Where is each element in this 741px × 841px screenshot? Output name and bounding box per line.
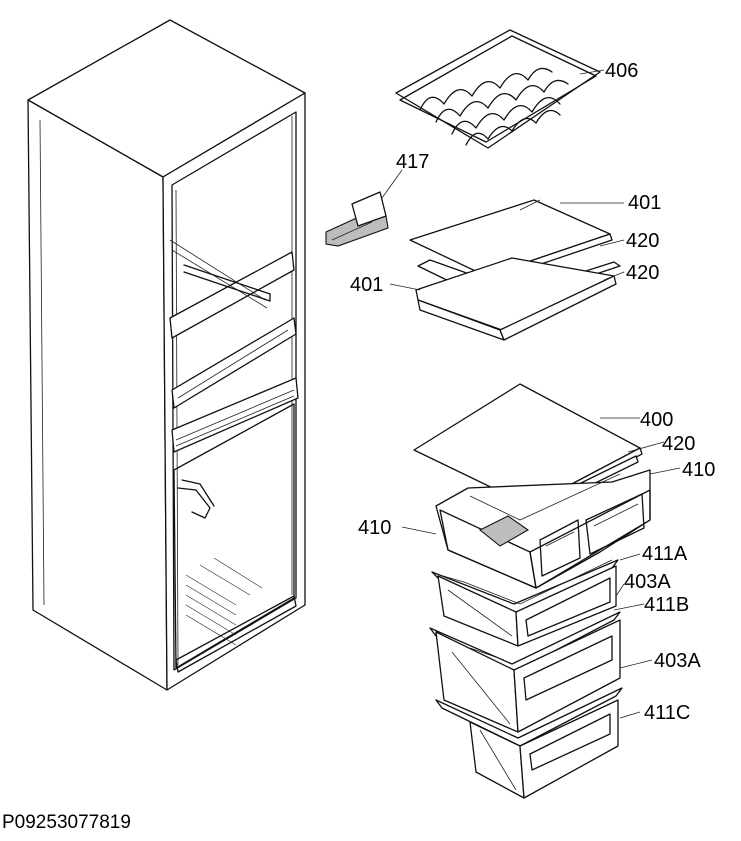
document-id: P09253077819 bbox=[2, 812, 131, 833]
part-label-411A: 411A bbox=[642, 543, 688, 565]
part-label-420c: 420 bbox=[662, 433, 695, 455]
leader-420b bbox=[603, 271, 625, 281]
part-label-420b: 420 bbox=[626, 262, 659, 284]
fridge-cabinet bbox=[27, 19, 306, 691]
freezer-drawer-411C bbox=[435, 687, 623, 799]
leader-401b bbox=[389, 283, 421, 291]
leader-420a bbox=[599, 239, 625, 247]
part-label-400: 400 bbox=[640, 409, 673, 431]
part-label-403Ab: 403A bbox=[654, 650, 701, 672]
part-label-410b: 410 bbox=[682, 459, 715, 481]
leader-410b bbox=[649, 467, 681, 475]
leader-403Aa bbox=[615, 583, 625, 597]
crisper-drawer-410 bbox=[435, 469, 651, 589]
part-label-420a: 420 bbox=[626, 230, 659, 252]
leader-410a bbox=[401, 526, 437, 535]
part-label-411C: 411C bbox=[644, 702, 690, 724]
leader-411A bbox=[619, 553, 641, 561]
part-label-410a: 410 bbox=[358, 517, 391, 539]
leader-403Ab bbox=[619, 659, 653, 669]
part-label-417: 417 bbox=[396, 151, 429, 173]
part-label-401a: 401 bbox=[628, 192, 661, 214]
glass-shelf-lower-401 bbox=[415, 257, 621, 341]
freezer-drawer-411B bbox=[429, 611, 621, 733]
leader-411B bbox=[613, 603, 645, 611]
part-label-411B: 411B bbox=[644, 594, 689, 616]
leader-417 bbox=[381, 169, 403, 199]
bottle-rack-406 bbox=[395, 29, 601, 149]
leader-420c bbox=[627, 441, 665, 453]
part-label-403Aa: 403A bbox=[624, 571, 671, 593]
bracket-417 bbox=[325, 191, 389, 247]
part-label-401b: 401 bbox=[350, 274, 383, 296]
leader-411C bbox=[619, 711, 641, 719]
part-label-406: 406 bbox=[605, 60, 638, 82]
freezer-drawer-411A bbox=[431, 559, 619, 647]
leader-406 bbox=[579, 69, 605, 75]
